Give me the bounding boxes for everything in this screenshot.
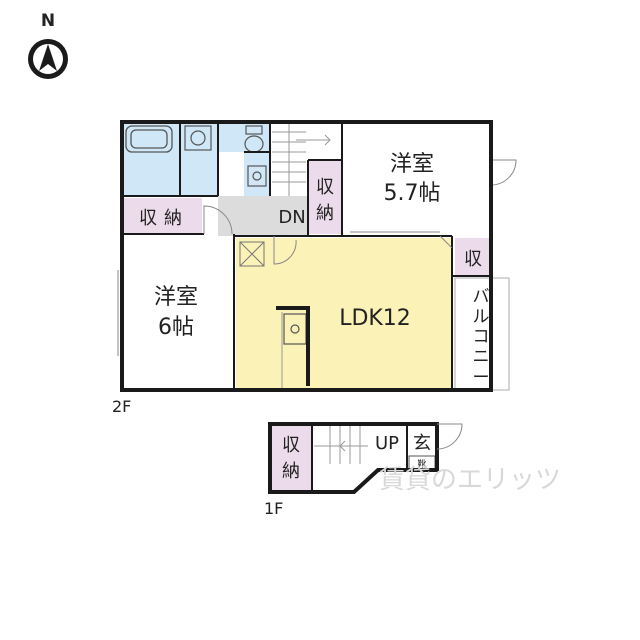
outer-wall-2f bbox=[120, 120, 493, 392]
storage-left bbox=[122, 198, 202, 234]
ldk-label: LDK12 bbox=[339, 306, 411, 331]
compass-label: N bbox=[41, 11, 55, 31]
balcony-label-3: コ bbox=[473, 327, 490, 347]
corridor bbox=[218, 196, 308, 236]
stairs-1f bbox=[314, 426, 368, 464]
stairs-down-label: DN bbox=[278, 207, 305, 228]
western-room-b bbox=[122, 236, 234, 390]
balcony-label-5: ー bbox=[473, 368, 490, 388]
balcony bbox=[454, 277, 510, 391]
balcony-label-1: バ bbox=[473, 287, 490, 307]
kitchen-counter bbox=[276, 306, 310, 386]
north-arrow-icon bbox=[28, 39, 68, 79]
balcony-label-2: ル bbox=[473, 307, 490, 327]
storage-1f-label-1: 収 bbox=[282, 435, 300, 456]
washroom bbox=[180, 122, 218, 196]
toilet bbox=[218, 122, 270, 152]
washing-machine-icon bbox=[184, 125, 212, 151]
stairs-2f bbox=[272, 122, 331, 196]
interior-walls bbox=[122, 122, 491, 392]
storage-left-label-2: 納 bbox=[164, 208, 182, 229]
storage-mid bbox=[308, 160, 342, 234]
door-swing-1f bbox=[436, 423, 463, 450]
storage-small-label: 収 bbox=[464, 249, 482, 270]
storage-small bbox=[455, 238, 491, 276]
western-room-b-size: 6帖 bbox=[158, 315, 194, 340]
storage-1f bbox=[270, 424, 312, 490]
ldk-room bbox=[236, 238, 452, 390]
western-room-a-size: 5.7帖 bbox=[384, 181, 441, 206]
floor-1f-label: 1F bbox=[264, 499, 283, 518]
storage-mid-label-2: 納 bbox=[316, 203, 334, 224]
balcony-label-4: ニ bbox=[473, 347, 490, 367]
storage-left-label-1: 収 bbox=[139, 208, 157, 229]
storage-1f-label-2: 納 bbox=[282, 461, 300, 482]
storage-box-icon bbox=[239, 241, 265, 267]
door-swings bbox=[203, 159, 517, 265]
watermark-text: 賃貸のエリッツ bbox=[379, 465, 561, 495]
shoe-box-label: 靴 bbox=[417, 458, 426, 470]
entrance-label: 玄 bbox=[413, 433, 431, 454]
bathtub-icon bbox=[125, 125, 173, 153]
western-room-a bbox=[342, 122, 490, 236]
western-room-b-name: 洋室 bbox=[154, 285, 198, 310]
storage-mid-label-1: 収 bbox=[316, 177, 334, 198]
western-room-a-name: 洋室 bbox=[390, 152, 434, 177]
floor-2f-label: 2F bbox=[112, 397, 131, 416]
windows bbox=[117, 231, 440, 356]
sink-icon bbox=[247, 165, 267, 187]
stairs-up-label: UP bbox=[375, 433, 399, 454]
